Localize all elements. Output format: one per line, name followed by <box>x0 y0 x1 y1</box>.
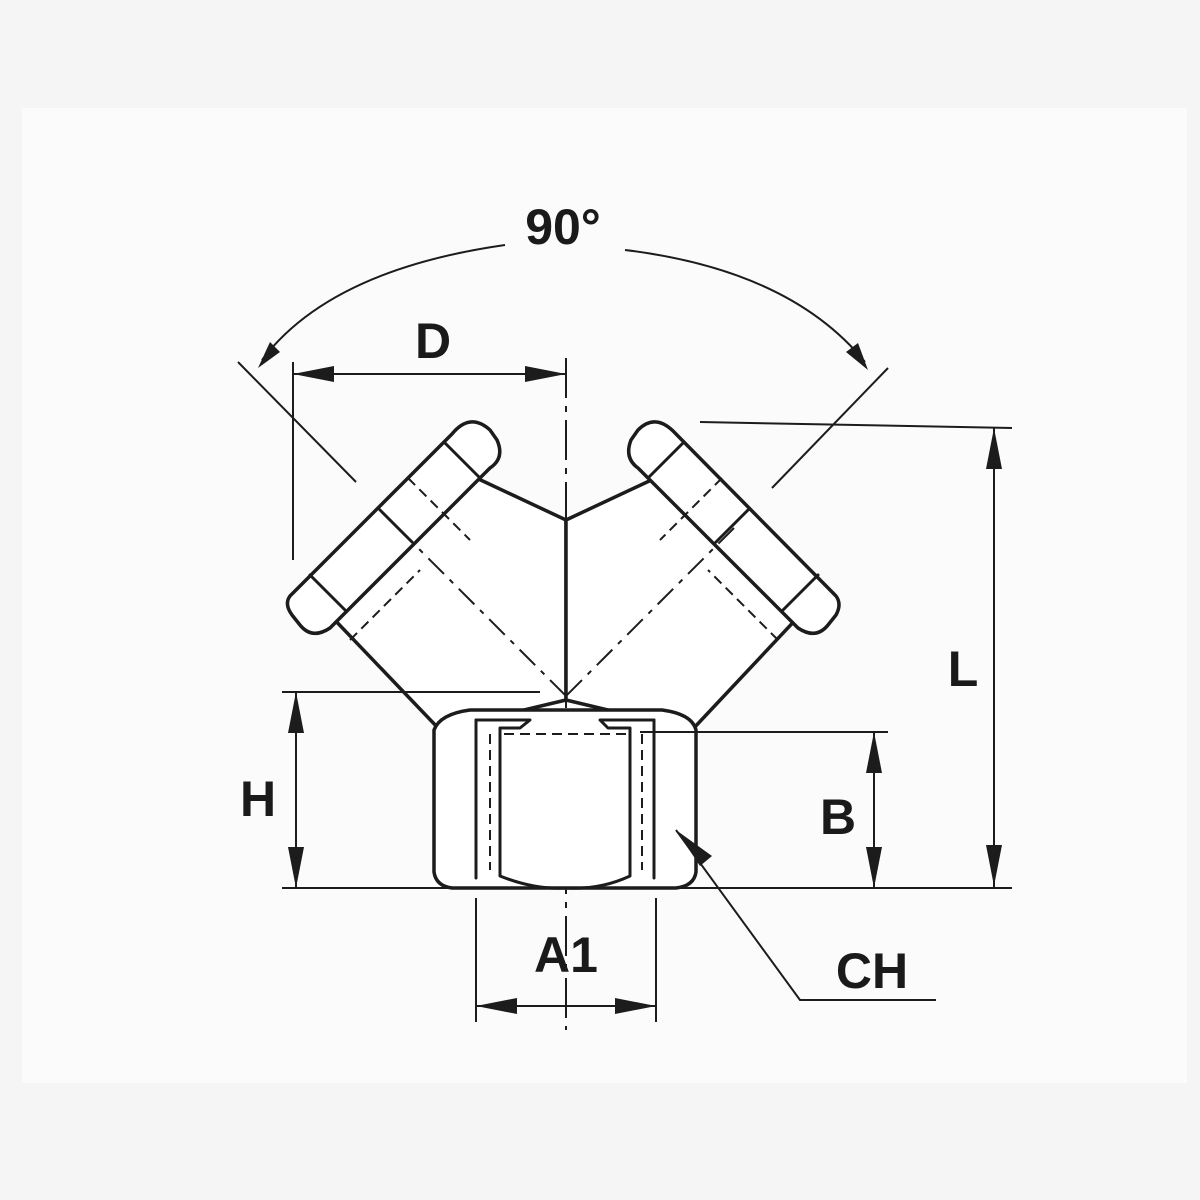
right-thread-hidden-2 <box>707 569 779 641</box>
left-hex-facet-2 <box>442 440 482 480</box>
angle-arrow-left <box>258 342 280 368</box>
left-axis <box>397 527 567 697</box>
left-thread-hidden-2 <box>349 569 421 641</box>
h-label: H <box>240 771 276 827</box>
dimension-l: L <box>699 421 1013 888</box>
a1-label: A1 <box>534 927 598 983</box>
right-hex-end <box>626 420 841 635</box>
ch-label: CH <box>836 943 908 999</box>
l-label: L <box>948 641 979 697</box>
right-axis <box>565 527 735 697</box>
left-hex-facet-1 <box>308 573 348 613</box>
b-arrow-bottom <box>866 847 882 888</box>
angle-extension-right <box>771 367 889 489</box>
right-thread-hidden-1 <box>659 477 723 541</box>
angle-extension-left <box>237 361 357 483</box>
b-label: B <box>820 789 856 845</box>
right-hex-mid-line <box>714 508 750 544</box>
l-arrow-bottom <box>986 845 1002 886</box>
bottom-socket <box>432 708 698 890</box>
angle-dimension: 90° <box>237 199 889 489</box>
ch-arrow <box>676 830 712 866</box>
l-extension-top <box>699 421 1013 429</box>
dimension-ch: CH <box>675 829 936 1001</box>
h-arrow-bottom <box>288 847 304 888</box>
right-hex-facet-2 <box>646 440 686 480</box>
socket-body <box>432 708 698 890</box>
b-arrow-top <box>866 732 882 773</box>
angle-arc-right <box>624 249 866 363</box>
left-branch <box>285 420 568 732</box>
d-arrow-right <box>525 366 566 382</box>
dimension-b: B <box>640 731 888 888</box>
h-arrow-top <box>288 692 304 733</box>
a1-arrow-left <box>476 998 517 1014</box>
a1-arrow-right <box>615 998 656 1014</box>
angle-label: 90° <box>525 199 601 255</box>
left-hex-end <box>285 420 502 635</box>
ch-leader-line <box>675 829 936 1001</box>
angle-arrow-right <box>846 343 868 370</box>
right-hex-facet-1 <box>780 573 820 613</box>
left-thread-hidden-1 <box>407 477 471 541</box>
dimension-h: H <box>240 691 1012 889</box>
d-label: D <box>415 313 451 369</box>
l-arrow-top <box>986 428 1002 469</box>
d-arrow-left <box>293 366 334 382</box>
dimension-d: D <box>292 313 566 560</box>
angle-arc-left <box>261 244 506 361</box>
right-branch <box>564 420 841 732</box>
dimension-a1: A1 <box>475 898 657 1022</box>
